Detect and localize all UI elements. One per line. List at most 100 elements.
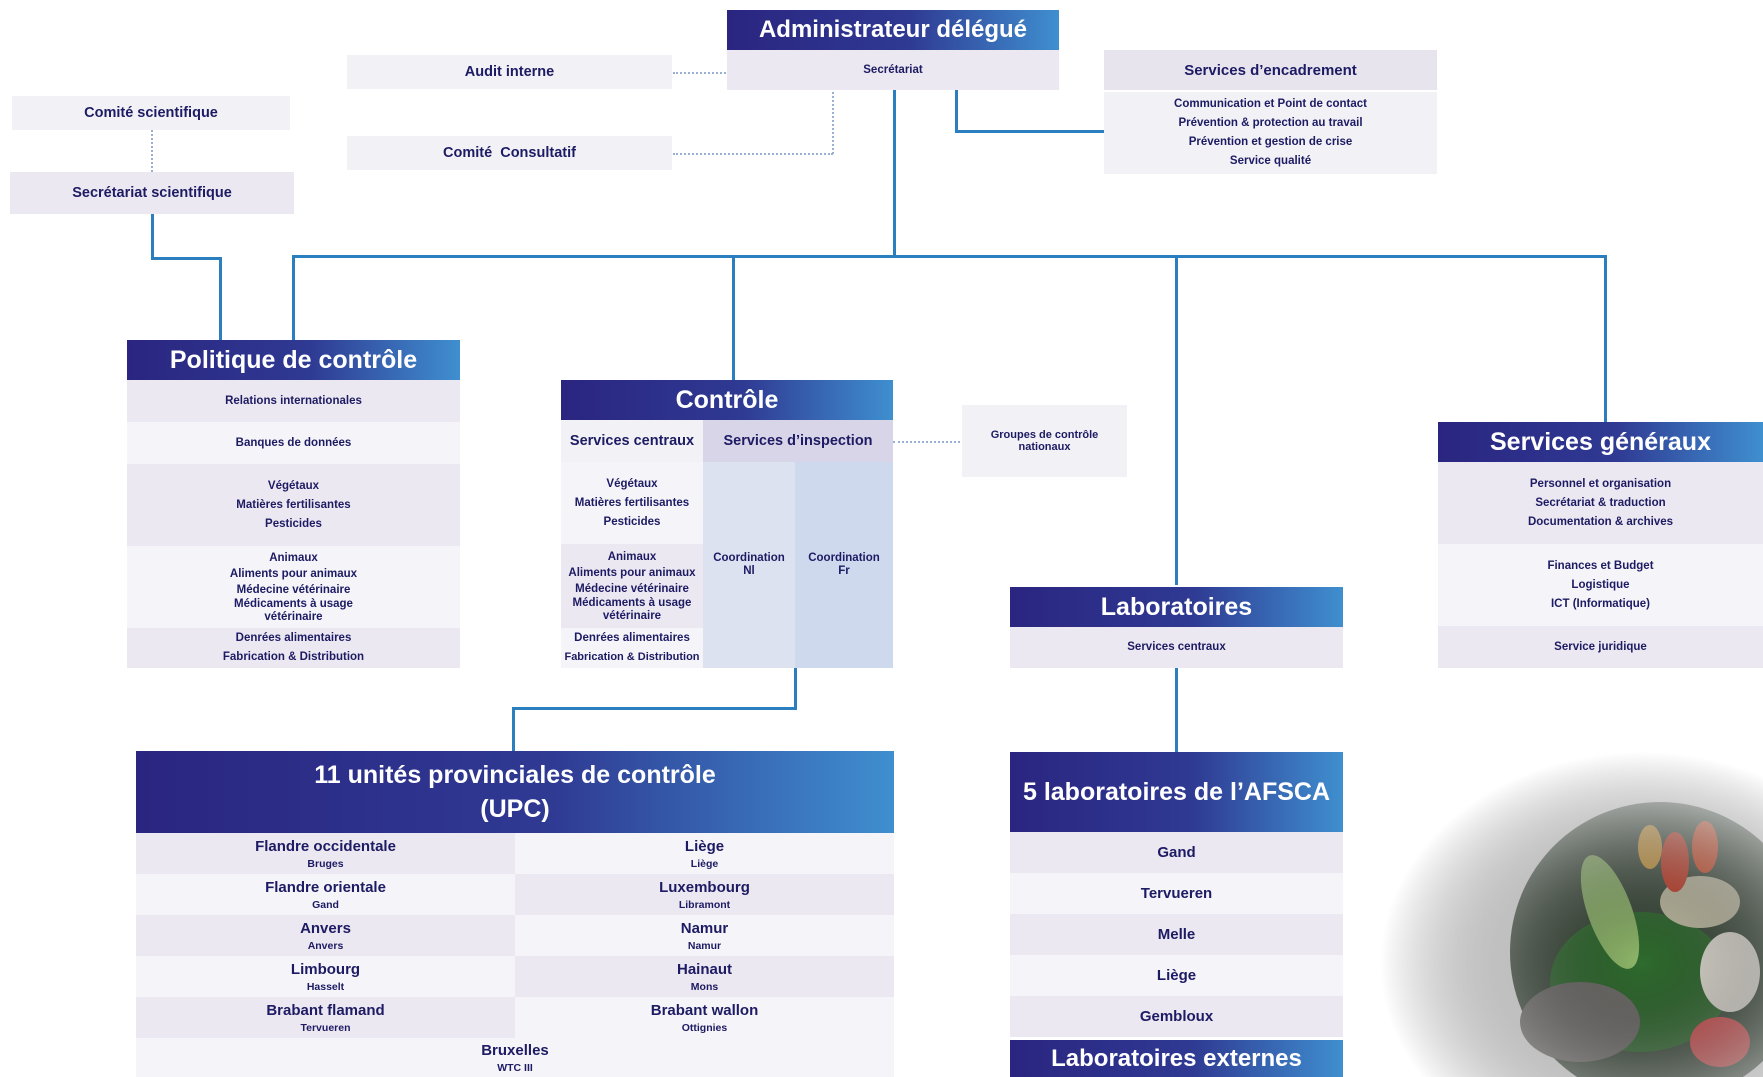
lab-item: Tervueren <box>1010 873 1343 914</box>
politique-item: Fabrication & Distribution <box>222 651 365 663</box>
labs5-header: 5 laboratoires de l’AFSCA <box>1010 752 1343 832</box>
labs5-list: Gand Tervueren Melle Liège Gembloux <box>1010 832 1343 1037</box>
admin-header: Administrateur délégué <box>727 10 1059 50</box>
encadrement-item: Service qualité <box>1229 155 1312 167</box>
upc-city: WTC III <box>497 1061 533 1074</box>
labs-ext-header: Laboratoires externes <box>1010 1040 1343 1077</box>
upc-row: Limbourg Hasselt <box>136 956 515 997</box>
upc-row: Brabant flamand Tervueren <box>136 997 515 1038</box>
controle-item: Médicaments à usage vétérinaire <box>572 597 692 622</box>
upc-province: Brabant flamand <box>266 1001 385 1019</box>
encadrement-item: Communication et Point de contact <box>1174 98 1367 110</box>
generaux-group: Finances et Budget Logistique ICT (Infor… <box>1438 544 1763 626</box>
upc-title-line1: 11 unités provinciales de contrôle <box>314 761 716 789</box>
upc-row: Namur Namur <box>515 915 894 956</box>
upc-city: Mons <box>690 980 719 993</box>
controle-item: Aliments pour animaux <box>568 567 696 579</box>
upc-city: Anvers <box>307 939 344 952</box>
controle-group: Animaux Aliments pour animaux Médecine v… <box>561 544 703 628</box>
politique-item: Médecine vétérinaire <box>236 584 351 596</box>
encadrement-header: Services d’encadrement <box>1104 50 1437 90</box>
politique-item: Denrées alimentaires <box>235 632 352 644</box>
upc-province: Bruxelles <box>481 1041 549 1059</box>
secretariat-scientifique-box: Secrétariat scientifique <box>10 172 294 214</box>
generaux-item: Secrétariat & traduction <box>1535 496 1666 509</box>
controle-col-inspection: Services d’inspection <box>723 433 873 449</box>
upc-row: Anvers Anvers <box>136 915 515 956</box>
controle-group: Denrées alimentaires Fabrication & Distr… <box>561 628 703 668</box>
controle-item: Pesticides <box>603 515 661 528</box>
controle-header: Contrôle <box>561 380 893 420</box>
politique-item: Végétaux <box>267 479 320 492</box>
upc-province: Namur <box>680 919 729 937</box>
admin-secretariat-box: Secrétariat <box>727 50 1059 90</box>
politique-item: Animaux <box>269 552 318 564</box>
controle-col-inspection-head: Services d’inspection <box>703 420 893 462</box>
encadrement-item: Prévention & protection au travail <box>1178 117 1363 129</box>
politique-header: Politique de contrôle <box>127 340 460 380</box>
upc-city: Hasselt <box>306 980 345 993</box>
politique-item: Relations internationales <box>225 394 362 407</box>
upc-province: Anvers <box>300 919 351 937</box>
politique-body: Relations internationales Banques de don… <box>127 380 460 668</box>
upc-row: Flandre occidentale Bruges <box>136 833 515 874</box>
upc-city: Ottignies <box>681 1021 728 1034</box>
laboratoires-title: Laboratoires <box>1100 592 1253 621</box>
politique-group: Banques de données <box>127 422 460 464</box>
politique-item: Pesticides <box>265 517 322 530</box>
politique-item: Médicaments à usage vétérinaire <box>234 598 353 623</box>
upc-province: Brabant wallon <box>650 1001 759 1019</box>
controle-item: Animaux <box>607 551 657 563</box>
controle-col-central: Services centraux <box>569 433 695 449</box>
encadrement-title: Services d’encadrement <box>1184 61 1357 79</box>
politique-item: Aliments pour animaux <box>229 568 358 580</box>
controle-item: Matières fertilisantes <box>574 496 690 509</box>
generaux-item: Personnel et organisation <box>1529 477 1672 490</box>
encadrement-list: Communication et Point de contact Préven… <box>1104 92 1437 174</box>
groupes-controle-box: Groupes de contrôle nationaux <box>962 405 1127 477</box>
politique-group: Animaux Aliments pour animaux Médecine v… <box>127 546 460 628</box>
upc-province: Hainaut <box>676 960 732 978</box>
groupes-controle-label: Groupes de contrôle nationaux <box>990 429 1099 453</box>
controle-col-central-head: Services centraux <box>561 420 703 462</box>
upc-row-bruxelles: Bruxelles WTC III <box>136 1038 894 1077</box>
vegetables-photo <box>1360 752 1763 1077</box>
upc-city: Libramont <box>678 898 731 911</box>
generaux-item: Documentation & archives <box>1527 515 1674 528</box>
generaux-item: Logistique <box>1571 578 1630 591</box>
laboratoires-header: Laboratoires <box>1010 587 1343 627</box>
upc-province: Limbourg <box>290 960 361 978</box>
audit-label: Audit interne <box>464 64 555 80</box>
laboratoires-sub-box: Services centraux <box>1010 627 1343 668</box>
upc-city: Liège <box>690 857 719 870</box>
upc-province: Flandre occidentale <box>255 837 396 855</box>
upc-row: Liège Liège <box>515 833 894 874</box>
lab-item: Gand <box>1010 832 1343 873</box>
upc-province: Luxembourg <box>659 878 750 896</box>
lab-item: Melle <box>1010 914 1343 955</box>
admin-title: Administrateur délégué <box>758 16 1028 43</box>
generaux-group: Personnel et organisation Secrétariat & … <box>1438 462 1763 544</box>
upc-left-col: Flandre occidentale Bruges Flandre orien… <box>136 833 515 1038</box>
controle-item: Végétaux <box>606 477 658 490</box>
politique-group: Relations internationales <box>127 380 460 422</box>
upc-city: Namur <box>687 939 722 952</box>
upc-header: 11 unités provinciales de contrôle (UPC) <box>136 751 894 833</box>
secretariat-scientifique-label: Secrétariat scientifique <box>72 185 232 201</box>
coordination-fr: Coordination Fr <box>808 552 880 577</box>
controle-item: Denrées alimentaires <box>574 632 690 644</box>
labs5-title: 5 laboratoires de l’AFSCA <box>1022 777 1331 806</box>
controle-title: Contrôle <box>675 385 779 414</box>
controle-group: Végétaux Matières fertilisantes Pesticid… <box>561 462 703 544</box>
upc-right-col: Liège Liège Luxembourg Libramont Namur N… <box>515 833 894 1038</box>
controle-item: Médecine vétérinaire <box>575 583 689 595</box>
generaux-group: Service juridique <box>1438 626 1763 668</box>
coordination-fr-col: Coordination Fr <box>795 462 893 668</box>
upc-city: Tervueren <box>300 1021 351 1034</box>
laboratoires-sub: Services centraux <box>1127 641 1226 653</box>
comite-scientifique-box: Comité scientifique <box>12 96 290 130</box>
lab-item: Liège <box>1010 955 1343 996</box>
comite-consultatif-label: Comité Consultatif <box>443 145 576 161</box>
generaux-item: ICT (Informatique) <box>1550 597 1651 610</box>
upc-row: Luxembourg Libramont <box>515 874 894 915</box>
